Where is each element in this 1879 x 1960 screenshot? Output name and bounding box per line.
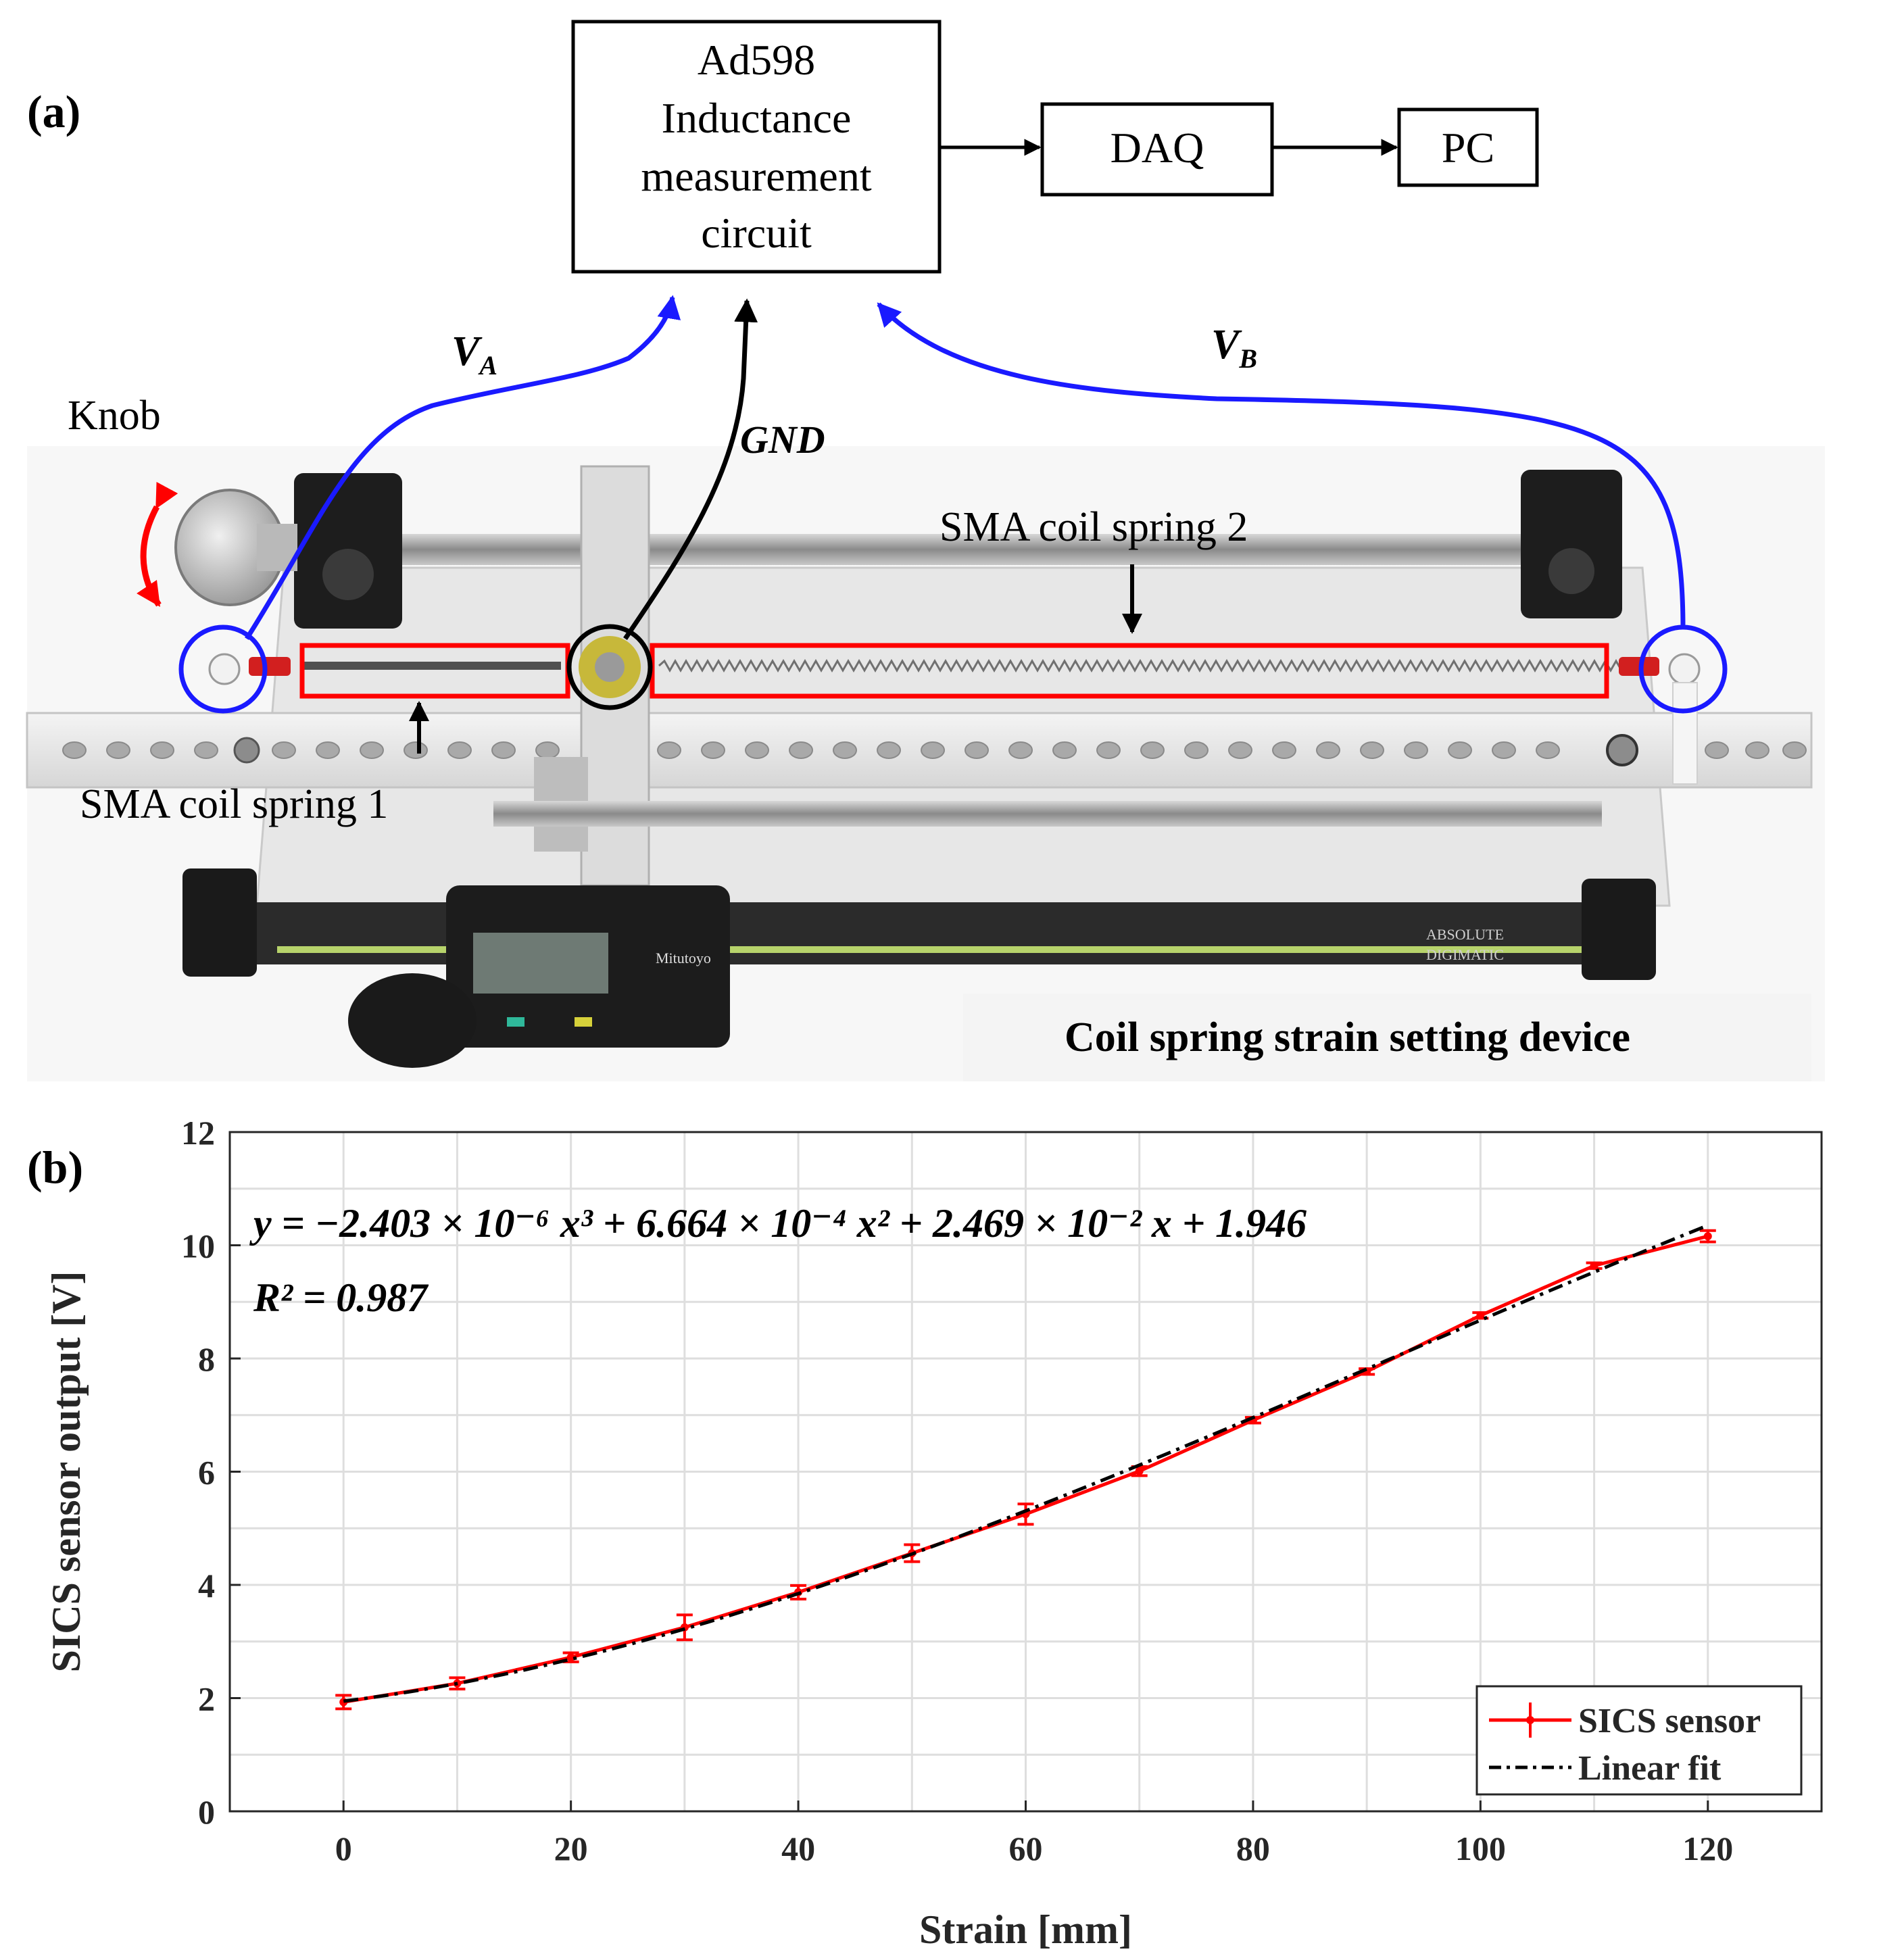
caliper-model-line-1: ABSOLUTE [1426, 926, 1504, 943]
left-support-bore [322, 549, 374, 600]
x-tick-label: 80 [1236, 1830, 1270, 1867]
y-tick-label: 10 [181, 1227, 215, 1265]
data-point [1703, 1232, 1712, 1241]
caliper-brand: Mitutoyo [656, 950, 711, 966]
terminal-left-red [249, 657, 291, 676]
caliper-display [473, 933, 608, 994]
rail-holes [62, 741, 1807, 759]
terminal-a-circle [178, 624, 268, 714]
terminal-left-post [208, 653, 241, 685]
va-wire [245, 295, 681, 640]
caliper-model-line-2: DIGIMATIC [1426, 946, 1504, 963]
x-tick-label: 20 [554, 1830, 588, 1867]
vb-wire [877, 302, 1686, 629]
spring-2-label: SMA coil spring 2 [940, 504, 1248, 550]
gnd-label: GND [740, 418, 825, 462]
data-point [566, 1653, 575, 1662]
right-support-bore [1548, 548, 1594, 594]
device-label: Coil spring strain setting device [1065, 1014, 1630, 1060]
block-diagram: Ad598 Inductance measurement circuit DAQ… [571, 20, 1539, 274]
spring-1-label: SMA coil spring 1 [80, 781, 388, 827]
foot-left [348, 973, 477, 1068]
x-tick-label: 0 [335, 1830, 352, 1867]
terminal-right-pillar [1672, 682, 1698, 785]
circuit-block-line-4: circuit [701, 209, 812, 257]
right-support-block [1521, 470, 1622, 618]
y-tick-label: 8 [198, 1340, 215, 1378]
y-tick-label: 12 [181, 1114, 215, 1152]
guide-rod [493, 801, 1602, 827]
sma-spring-2-coil [658, 658, 1634, 673]
terminal-right-post [1668, 653, 1701, 685]
legend-linear-fit-label: Linear fit [1578, 1749, 1722, 1788]
caliper-button-green [507, 1017, 524, 1027]
series-linear-fit-line [343, 1223, 1709, 1703]
x-tick-label: 60 [1009, 1830, 1043, 1867]
sma-spring-1-wire [304, 662, 561, 670]
x-tick-label: 120 [1682, 1830, 1733, 1867]
daq-block [1040, 102, 1274, 197]
caliper-end-left [182, 868, 257, 977]
y-tick-label: 0 [198, 1793, 215, 1831]
knob-rotation-arrow [137, 481, 178, 607]
x-tick-label: 40 [781, 1830, 815, 1867]
fit-equation: y = −2.403 × 10⁻⁶ x³ + 6.664 × 10⁻⁴ x² +… [249, 1201, 1307, 1246]
rail-screw-right [1606, 734, 1638, 766]
ground-nut-center [595, 652, 625, 682]
data-point [1135, 1467, 1144, 1475]
circuit-block-line-1: Ad598 [698, 36, 815, 84]
caliper-scale [196, 902, 1642, 964]
caliper-button-yellow [575, 1017, 592, 1027]
x-axis-label: Strain [mm] [919, 1907, 1132, 1952]
daq-label: DAQ [1111, 124, 1204, 172]
rail-screw-left [233, 737, 260, 764]
y-tick-label: 6 [198, 1454, 215, 1492]
panel-a: (a) Ad598 Inductance measurement circuit… [26, 20, 1825, 1081]
circuit-block [571, 20, 942, 274]
data-point [1476, 1311, 1485, 1320]
pc-label: PC [1442, 124, 1494, 172]
gnd-wire [623, 298, 758, 640]
r-squared: R² = 0.987 [253, 1275, 429, 1320]
device-photo: ABSOLUTE DIGIMATIC Mitutoyo [26, 446, 1825, 1081]
y-tick-label: 4 [198, 1567, 215, 1604]
data-point [1590, 1261, 1599, 1270]
circuit-block-line-3: measurement [641, 152, 871, 200]
caliper-end-right [1582, 879, 1656, 980]
caliper-scale-strip [277, 946, 1602, 953]
panel-b-label: (b) [27, 1142, 83, 1193]
y-axis-label: SICS sensor output [V] [44, 1271, 89, 1672]
panel-a-label: (a) [27, 86, 80, 137]
circuit-block-line-2: Inductance [662, 94, 852, 142]
pc-block [1397, 107, 1539, 187]
legend-sics-sensor-label: SICS sensor [1578, 1702, 1761, 1740]
y-tick-label: 2 [198, 1680, 215, 1718]
x-tick-label: 100 [1455, 1830, 1506, 1867]
knob-label: Knob [68, 393, 161, 439]
device-label-background [963, 994, 1811, 1081]
vb-label: VB [1211, 322, 1257, 374]
ground-circle [566, 624, 653, 710]
legend-sics-sensor-marker [1526, 1716, 1534, 1724]
va-label: VA [452, 328, 497, 381]
